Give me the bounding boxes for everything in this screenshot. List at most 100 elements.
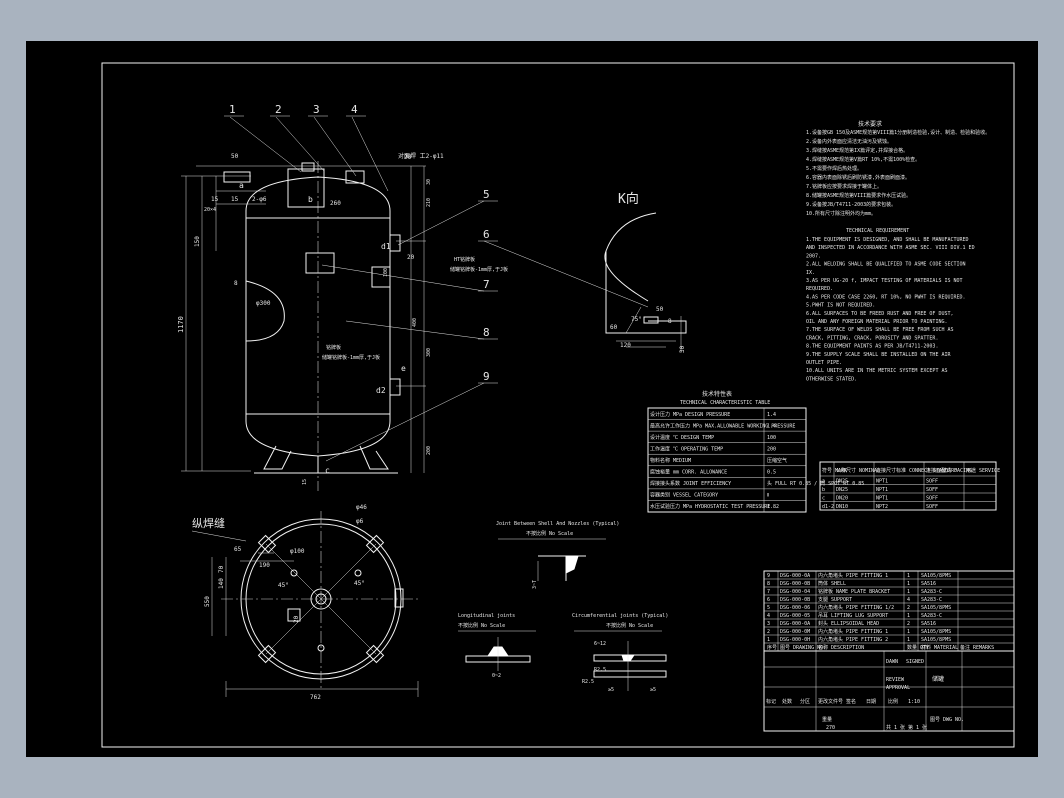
tech-en-lines: 1.THE EQUIPMENT IS DESIGNED, AND SHALL B… <box>806 237 975 382</box>
dim-top-left: 50 <box>231 153 239 160</box>
tech-en-line: 3.AS PER UG-20 f, IMPACT TESTING OF MATE… <box>806 278 963 284</box>
design-row-value: 1.4 <box>767 423 776 429</box>
parts-cell: DSG-000-0B <box>780 597 810 603</box>
tech-cn-line: 10.所有尺寸除注明外均为mm。 <box>806 210 876 217</box>
tech-cn-line: 9.设备按JB/T4711-2003的要求包装。 <box>806 201 896 208</box>
nozzle-cell: DN10 <box>836 504 848 510</box>
balloon-6: 6 <box>483 228 490 241</box>
tb-scale: 1:10 <box>908 699 920 705</box>
nozzle-header-cell: 连接尺寸标准 CONNECT STANDARD <box>876 467 957 474</box>
detail1-dim: 3~T <box>532 580 538 589</box>
nozzle-cell: DN20 <box>836 496 848 502</box>
k-view-title: K向 <box>618 191 639 207</box>
dim-2-phi6: 2-φ6 <box>252 196 267 203</box>
parts-cell: SA283-C <box>921 613 942 619</box>
label-a: a <box>239 181 244 190</box>
tech-cn-line: 8.储罐按ASME规范第VIII篇要求作水压试验。 <box>806 192 911 199</box>
weld-detail-2: Longitudinal joints 不按比例 No Scale 0~2 <box>458 613 536 679</box>
tb-row2-b: APPROVAL <box>886 685 910 691</box>
cad-drawing: 1170 150 50 20 260 15 15 2-φ6 20×4 20 φ3… <box>101 62 1015 748</box>
dim-150: 150 <box>194 236 201 247</box>
parts-cell: 内六角堵头 PIPE FITTING 1/2 <box>818 604 894 611</box>
balloon-4: 4 <box>351 103 358 116</box>
note-d1-b: 储罐铭牌板-1mm厚,于J板 <box>450 266 508 273</box>
parts-cell: 内六角堵头 PIPE FITTING 1 <box>818 572 888 579</box>
parts-cell: DSG-000-0A <box>780 573 810 579</box>
detail3-title-cn: 不按比例 No Scale <box>606 622 653 629</box>
nozzle-cell: DN25 <box>836 479 848 485</box>
plan-dim-phi6: φ6 <box>356 518 364 525</box>
label-c: c <box>325 466 330 475</box>
tb-weight: 270 <box>826 725 835 731</box>
parts-cell: 1 <box>907 589 910 595</box>
dim-100: 100 <box>383 268 389 277</box>
parts-cell: 4 <box>767 613 770 619</box>
parts-cell: 2 <box>907 605 910 611</box>
tech-requirements: 技术要求 1.设备按GB 150及ASME规范第VIII篇1分册制造检验,设计、… <box>806 120 990 382</box>
nozzle-cell: b <box>822 487 825 493</box>
dim-phi300: φ300 <box>256 300 271 307</box>
tb-dwg-label: 图号 DWG NO. <box>930 717 964 723</box>
design-row-value: 1.82 <box>767 504 779 510</box>
front-view: 1170 150 50 20 260 15 15 2-φ6 20×4 20 φ3… <box>177 152 508 491</box>
dim-400: 400 <box>412 318 418 327</box>
tech-cn-line: 4.焊缝按ASME规范第V篇RT 10%,不需100%检查。 <box>806 156 920 163</box>
design-row-label: 工作温度 ℃ OPERATING TEMP <box>650 445 723 452</box>
parts-cell: 筒体 SHELL <box>818 580 846 587</box>
parts-cell: 内六角堵头 PIPE FITTING 1 <box>818 628 888 635</box>
parts-cell: 内六角堵头 PIPE FITTING 2 <box>818 636 888 643</box>
nozzle-cell: SOFF <box>926 504 938 510</box>
parts-cell: DSG-000-0M <box>780 629 810 635</box>
tech-en-line: 5.PWHT IS NOT REQUIRED. <box>806 303 875 309</box>
label-b: b <box>308 195 313 204</box>
design-row-label: 容器类别 VESSEL CATEGORY <box>650 492 718 499</box>
tb-col-label: 处数 <box>782 698 792 705</box>
parts-cell: 1 <box>907 613 910 619</box>
parts-cell: 4 <box>907 597 910 603</box>
nozzle-cell: NPT2 <box>876 504 888 510</box>
parts-cell: 1 <box>907 573 910 579</box>
parts-cell: SA105/8PMS <box>921 629 951 635</box>
parts-cell: SA105/8PMS <box>921 637 951 643</box>
design-row-label: 水压试验压力 MPa HYDROSTATIC TEST PRESSURE <box>650 503 770 510</box>
nozzle-cell: d1-2 <box>822 504 834 510</box>
dim-top-right: 20 <box>404 154 412 161</box>
parts-cell: SA516 <box>921 581 936 587</box>
design-row-value: 100 <box>767 435 776 441</box>
design-row-label: 物料名称 MEDIUM <box>650 457 691 464</box>
parts-cell: 2 <box>907 621 910 627</box>
detail1-title-en: Joint Between Shell And Nozzles (Typical… <box>496 521 619 527</box>
note-d2-b: 储罐铭牌板-1mm厚,于J板 <box>322 354 380 361</box>
balloon-3: 3 <box>313 103 320 116</box>
parts-cell: 7 <box>767 589 770 595</box>
parts-cell: SA105/8PMS <box>921 605 951 611</box>
dim-15c: 15 <box>302 479 308 485</box>
design-row-value: 1.4 <box>767 412 776 418</box>
balloon-2: 2 <box>275 103 282 116</box>
title-block: DAWN SIGNED REVIEW APPROVAL 储罐 比例 1:10 重… <box>763 650 1015 732</box>
tech-title-en: TECHNICAL REQUIREMENT <box>846 228 909 234</box>
nozzle-cell: SOFF <box>926 479 938 485</box>
dim-20-right: 20 <box>407 254 415 261</box>
balloon-9: 9 <box>483 370 490 383</box>
plan-dim-140: 140 <box>218 578 225 589</box>
dim-140: 30 <box>426 179 432 185</box>
tech-en-line: AND INSPECTED IN ACCORDANCE WITH ASME SE… <box>806 245 975 251</box>
tech-cn-line: 6.容器内表面除锈后刷防锈漆,外表面刷面漆。 <box>806 174 910 181</box>
parts-cell: SA516 <box>921 621 936 627</box>
dim-20x4: 20×4 <box>204 207 216 213</box>
parts-cell: SA105/8PMS <box>921 573 951 579</box>
tech-en-line: OUTLET PIPE. <box>806 360 842 366</box>
tb-col-label: 标记 <box>766 698 776 705</box>
parts-cell: DSG-000-05 <box>780 613 810 619</box>
nozzle-cell: NPT1 <box>876 487 888 493</box>
parts-cell: 数量 QTY <box>907 644 929 651</box>
tech-en-line: OIL AND ANY FOREIGN MATERIAL PRIOR TO PA… <box>806 319 947 325</box>
detail3-dim-e: ≥5 <box>650 687 656 693</box>
tb-col-label: 签名 <box>846 698 856 705</box>
plan-view: 纵焊缝 762 550 140 70 190 65 φ46 φ6 φ100 45… <box>191 504 421 701</box>
design-row-label: 腐蚀裕量 mm CORR. ALLOWANCE <box>650 469 727 476</box>
tech-en-line: IX. <box>806 270 815 276</box>
parts-cell: 3 <box>767 621 770 627</box>
